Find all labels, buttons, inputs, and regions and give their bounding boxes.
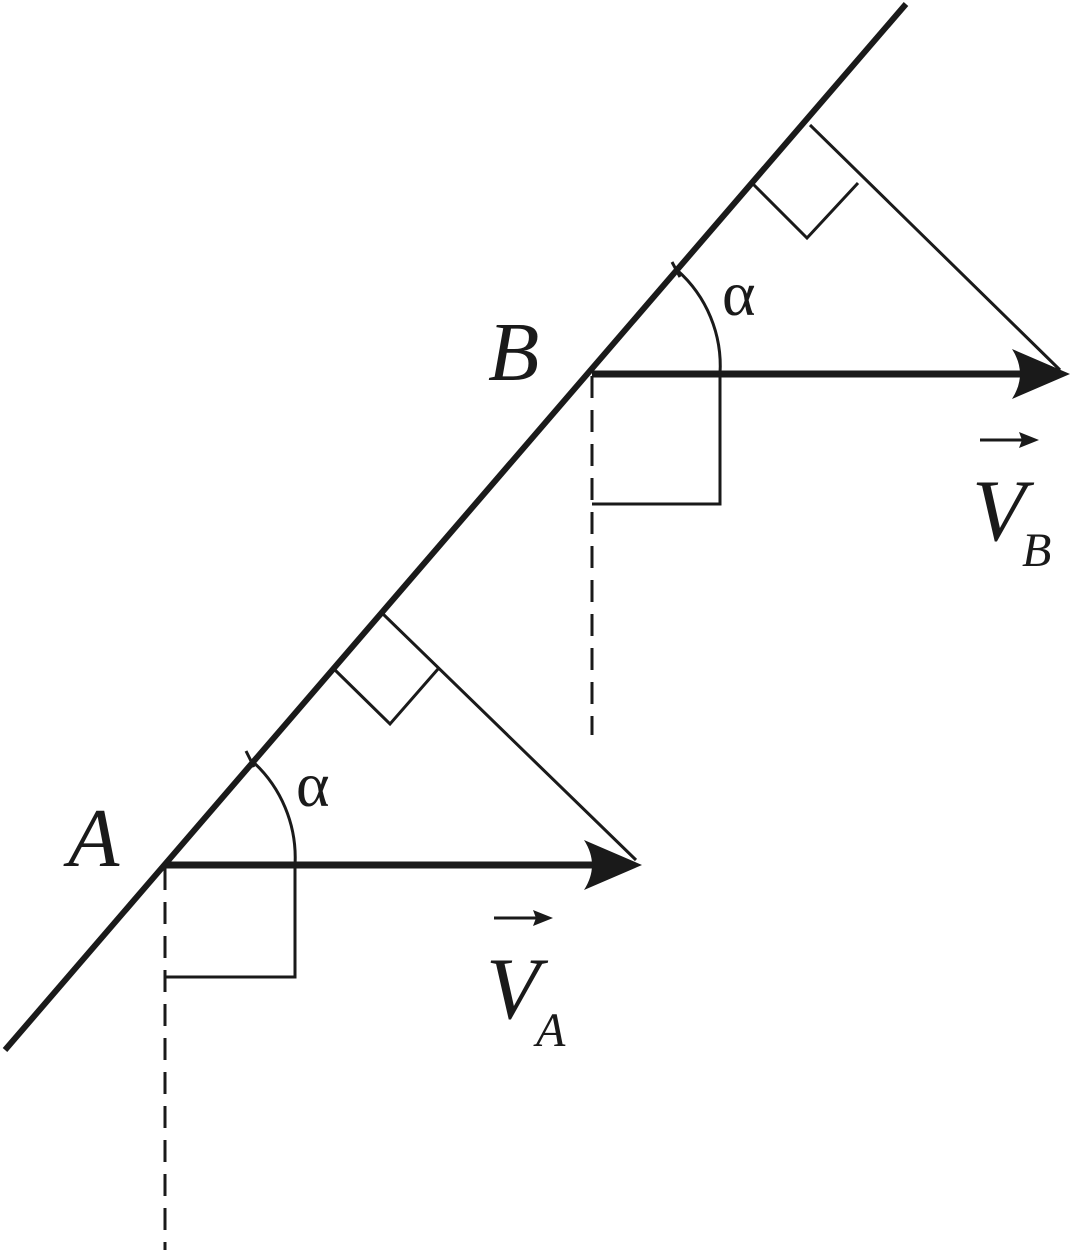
angle-arc-b [676, 268, 722, 375]
vector-label-a: V A [486, 910, 566, 1057]
vector-a-overarrow-head [533, 910, 553, 926]
inclined-line [2, 2, 909, 1052]
vector-b-letter: V [972, 463, 1035, 560]
velocity-arrowhead-b [1012, 349, 1070, 399]
velocity-arrowhead-a [584, 840, 642, 890]
vector-a-subscript: A [533, 1004, 566, 1057]
vector-a-letter: V [486, 941, 549, 1038]
angle-label-b: α [722, 258, 756, 329]
right-angle-box-b [592, 374, 722, 506]
point-label-b: B [488, 306, 539, 399]
point-label-a: A [63, 792, 120, 885]
angle-arc-a [250, 758, 297, 866]
perpendicular-line-b [808, 123, 1062, 372]
angle-arc-a-tick [244, 750, 256, 768]
angle-arc-b-tick [670, 261, 682, 278]
right-angle-box-a [165, 865, 297, 979]
right-angle-mark-a [333, 668, 440, 727]
angle-label-a: α [296, 749, 330, 820]
vector-label-b: V B [972, 432, 1051, 577]
perpendicular-line-a [381, 612, 638, 862]
vector-b-overarrow-head [1019, 432, 1039, 448]
vector-b-subscript: B [1022, 524, 1051, 577]
right-angle-mark-b [750, 181, 860, 241]
